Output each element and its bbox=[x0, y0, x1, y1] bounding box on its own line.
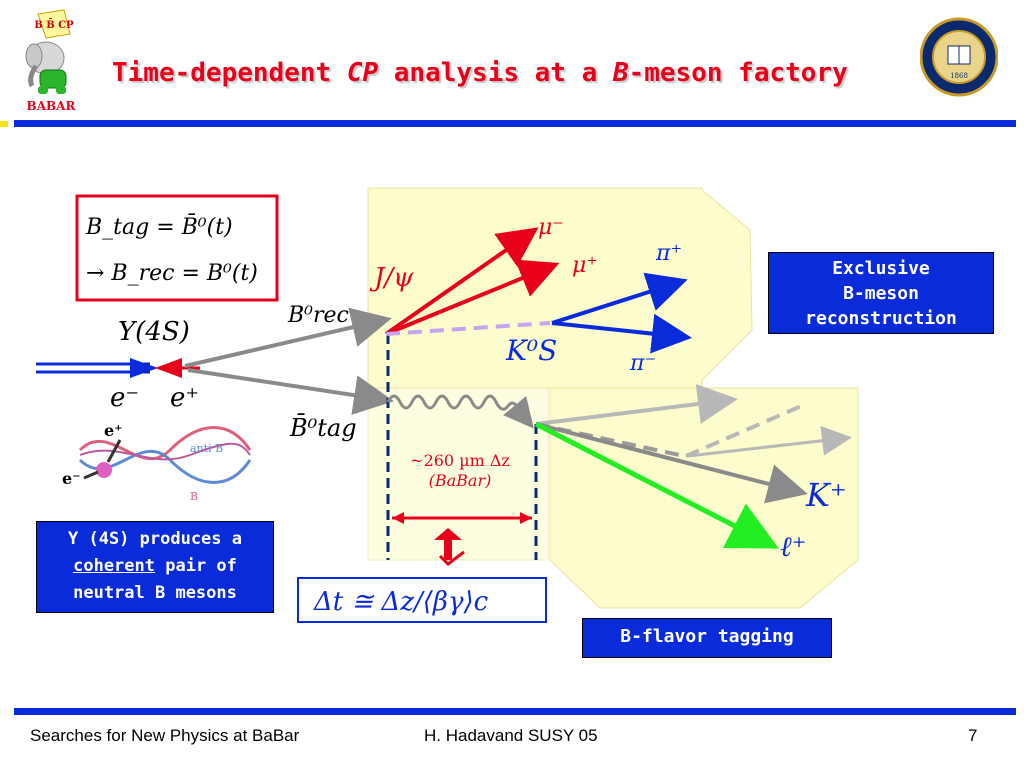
ks-label: K⁰S bbox=[505, 334, 557, 367]
flavor-tagging-label: B-flavor tagging bbox=[620, 626, 794, 647]
b-tag-label: B̄⁰tag bbox=[289, 414, 357, 442]
title-part: -meson factory bbox=[628, 58, 848, 88]
exclusive-line: B-meson bbox=[843, 283, 919, 304]
footer-center: H. Hadavand SUSY 05 bbox=[424, 726, 598, 745]
cartoon-b: B bbox=[190, 490, 198, 503]
coherent-word: coherent bbox=[73, 556, 155, 576]
lepton-track bbox=[534, 421, 779, 549]
delta-z-text: ~260 µm Δz bbox=[410, 451, 510, 470]
pi-plus-label: π⁺ bbox=[655, 241, 682, 266]
title-part: analysis at a bbox=[378, 58, 613, 88]
footer-rule bbox=[14, 708, 1016, 715]
exclusive-reconstruction-box: Exclusive B-meson reconstruction bbox=[768, 252, 994, 334]
upsilon-description-box: Y (4S) produces a coherent pair of neutr… bbox=[36, 521, 274, 613]
pi-minus-track bbox=[551, 313, 692, 354]
delta-t-box bbox=[297, 577, 547, 623]
cartoon-anti-b: anti B bbox=[190, 442, 223, 455]
header-rule bbox=[14, 120, 1016, 127]
tag-gray-track bbox=[535, 384, 738, 426]
b-tag-track bbox=[187, 368, 394, 415]
mu-plus-track bbox=[385, 259, 560, 336]
upsilon-text-line: Y (4S) produces a bbox=[68, 529, 242, 549]
exclusive-line: Exclusive bbox=[832, 258, 930, 279]
electron-beam-arrow bbox=[130, 358, 158, 378]
detector-cartoon bbox=[78, 426, 252, 484]
b-rec-track bbox=[184, 307, 392, 368]
delta-t-formula: Δt ≅ Δz/⟨βγ⟩c bbox=[313, 587, 489, 617]
cartoon-e-minus: e⁻ bbox=[62, 469, 81, 488]
b-tag-wavy-track bbox=[386, 394, 534, 429]
formula-line-1: B_tag = B̄⁰(t) bbox=[85, 213, 233, 240]
exclusive-line: reconstruction bbox=[805, 308, 957, 329]
delta-z-subtext: (BaBar) bbox=[429, 471, 492, 490]
page-number: 7 bbox=[968, 726, 978, 745]
formula-line-2: → B_rec = B⁰(t) bbox=[86, 261, 258, 286]
mu-minus-track bbox=[384, 227, 539, 336]
mu-minus-label: μ⁻ bbox=[538, 215, 564, 240]
kaon-label: K⁺ bbox=[805, 476, 847, 514]
logo-badge: B B̄ CP bbox=[34, 19, 74, 31]
b-rec-label: B⁰rec bbox=[287, 303, 349, 328]
positron-beam-arrow bbox=[155, 358, 182, 378]
pi-plus-track bbox=[551, 272, 688, 325]
upsilon-label: Y(4S) bbox=[118, 317, 190, 347]
e-plus-label: e⁺ bbox=[170, 383, 199, 413]
logo-text: BABAR bbox=[27, 99, 77, 113]
title-italic: CP bbox=[346, 58, 379, 88]
babar-logo: B B̄ CP BABAR bbox=[16, 8, 86, 116]
university-seal: 1868 bbox=[919, 16, 999, 98]
rule-marker bbox=[0, 121, 8, 127]
title-italic: B bbox=[612, 58, 629, 88]
jpsi-label: J/ψ bbox=[369, 263, 414, 293]
approx-icon bbox=[434, 528, 465, 566]
footer-left: Searches for New Physics at BaBar bbox=[30, 726, 300, 745]
seal-year: 1868 bbox=[950, 72, 968, 80]
upsilon-text-line: neutral B mesons bbox=[73, 583, 237, 603]
ks-dashed-track bbox=[385, 321, 551, 336]
cartoon-e-plus: e⁺ bbox=[104, 421, 123, 440]
e-minus-label: e⁻ bbox=[110, 383, 139, 413]
flavor-tagging-box: B-flavor tagging bbox=[582, 618, 832, 658]
upsilon-text-line: coherent pair of bbox=[37, 553, 273, 580]
pi-minus-label: π⁻ bbox=[629, 351, 656, 376]
formula-box-frame bbox=[75, 194, 279, 302]
kaon-track bbox=[535, 422, 808, 504]
tag-thin-track bbox=[687, 425, 852, 458]
lepton-label: ℓ⁺ bbox=[780, 530, 806, 563]
upsilon-text-rest: pair of bbox=[155, 556, 237, 576]
mu-plus-label: μ⁺ bbox=[572, 253, 598, 278]
title-part: Time-dependent bbox=[112, 58, 347, 88]
slide-title: Time-dependent CP analysis at a B-meson … bbox=[112, 58, 848, 88]
